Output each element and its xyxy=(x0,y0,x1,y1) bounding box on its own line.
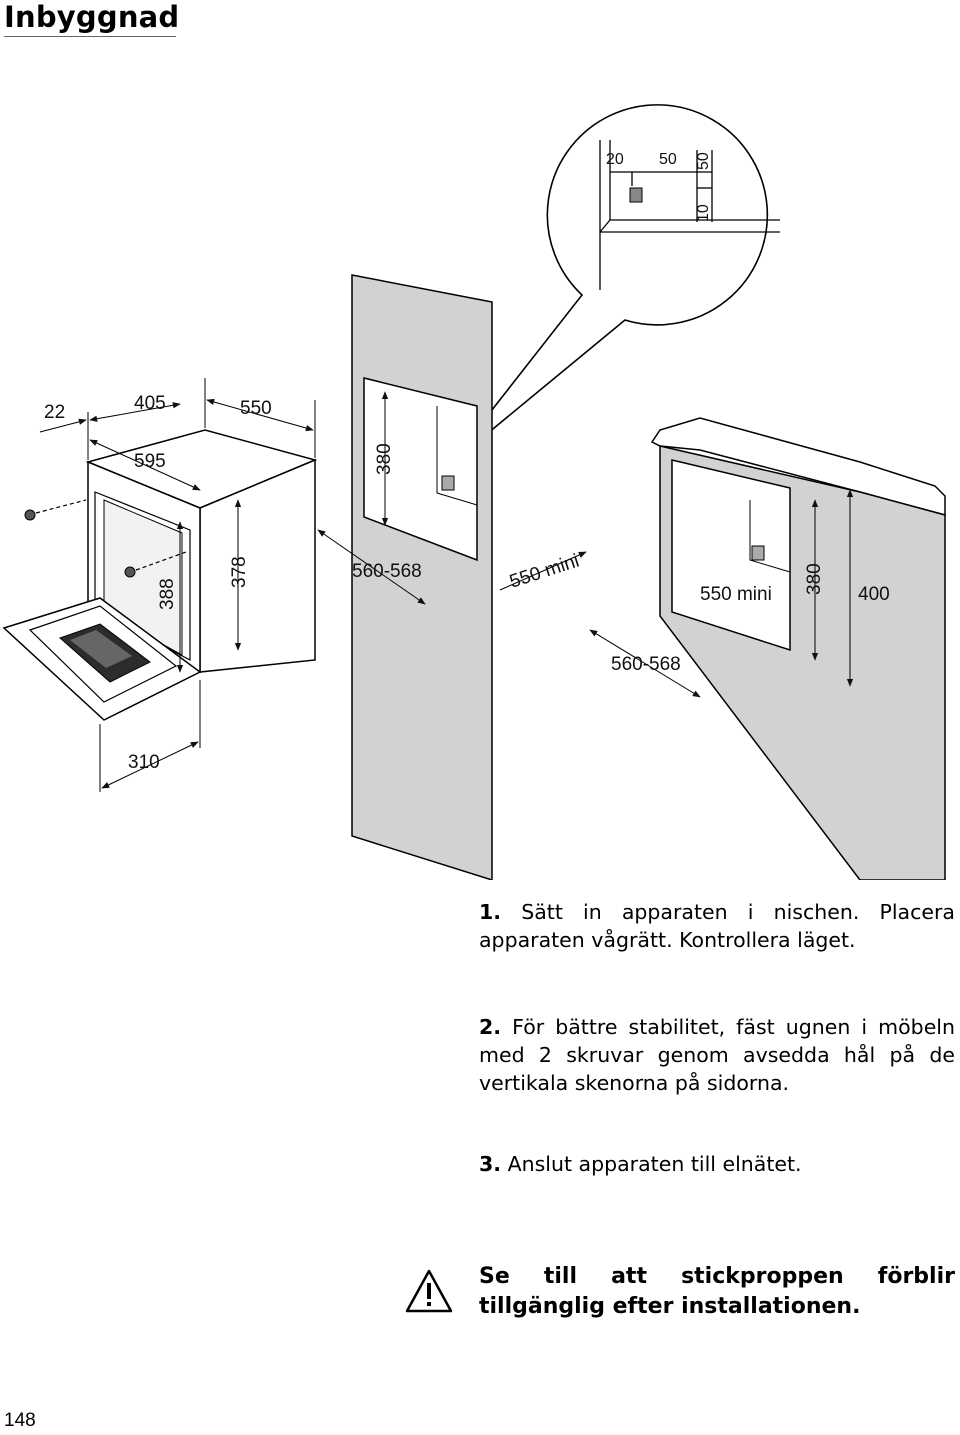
step-1: 1. Sätt in apparaten i nischen. Placera … xyxy=(479,898,955,954)
niche-dim-550-mini: 550 mini xyxy=(507,551,582,593)
counter-dim-380: 380 xyxy=(804,563,825,595)
detail-callout: 20 50 50 10 xyxy=(447,104,780,467)
oven-dim-595: 595 xyxy=(134,451,166,472)
step-2-number: 2. xyxy=(479,1015,502,1039)
detail-dim-50-horizontal: 50 xyxy=(659,151,677,168)
detail-dim-10: 10 xyxy=(695,204,712,222)
counter-dim-400: 400 xyxy=(858,584,890,605)
counter-dim-550-mini: 550 mini xyxy=(700,584,772,605)
oven-dim-310: 310 xyxy=(128,752,160,773)
page-title: Inbyggnad xyxy=(4,0,180,34)
oven-dim-378: 378 xyxy=(229,556,250,588)
oven-dim-550: 550 xyxy=(240,398,272,419)
step-1-text: Sätt in apparaten i nischen. Placera app… xyxy=(479,900,955,952)
detail-dim-50-vertical: 50 xyxy=(695,152,712,170)
page-number: 148 xyxy=(4,1410,36,1431)
counter-niche: 380 400 550 mini 560-568 xyxy=(589,417,946,880)
installation-diagram: 20 50 50 10 380 560-568 550 mini 380 400… xyxy=(2,104,946,880)
oven-dim-405: 405 xyxy=(134,393,166,414)
counter-dim-560-568: 560-568 xyxy=(611,654,681,675)
oven-appliance: 22 405 550 595 388 378 310 xyxy=(2,378,318,792)
step-2: 2. För bättre stabilitet, fäst ugnen i m… xyxy=(479,1013,955,1097)
step-3-number: 3. xyxy=(479,1152,502,1176)
step-3: 3. Anslut apparaten till elnätet. xyxy=(479,1150,955,1178)
oven-dim-22: 22 xyxy=(44,402,65,423)
niche-dim-380: 380 xyxy=(374,443,395,475)
niche-dim-560-568: 560-568 xyxy=(352,561,422,582)
warning-triangle-icon xyxy=(405,1269,453,1313)
oven-dim-388: 388 xyxy=(157,578,178,610)
title-underline xyxy=(4,36,176,37)
step-3-text: Anslut apparaten till elnätet. xyxy=(507,1152,802,1176)
detail-dim-20: 20 xyxy=(606,151,624,168)
warning-text: Se till att stickproppen förblir tillgän… xyxy=(479,1264,955,1319)
step-2-text: För bättre stabilitet, fäst ugnen i möbe… xyxy=(479,1015,955,1095)
step-1-number: 1. xyxy=(479,900,502,924)
